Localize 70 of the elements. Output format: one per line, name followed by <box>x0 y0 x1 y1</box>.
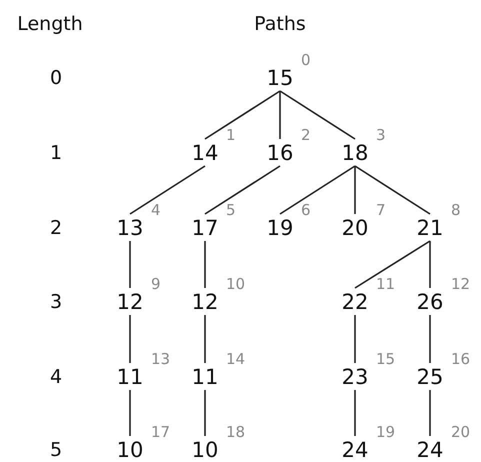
index-label: 19 <box>376 424 396 440</box>
path-value: 10 <box>113 438 147 462</box>
index-label: 18 <box>226 424 246 440</box>
path-value: 21 <box>413 216 447 240</box>
column-header: Length <box>17 13 83 35</box>
length-value: 5 <box>50 439 62 461</box>
path-value: 24 <box>338 438 372 462</box>
path-value: 23 <box>338 365 372 389</box>
index-label: 3 <box>376 127 386 143</box>
path-value: 14 <box>188 141 222 165</box>
index-label: 16 <box>451 351 470 367</box>
index-label: 12 <box>451 276 470 292</box>
index-label: 11 <box>376 276 396 292</box>
tree-line <box>280 165 356 215</box>
index-label: 14 <box>226 351 246 367</box>
column-header: Paths <box>254 13 306 35</box>
path-value: 24 <box>413 438 447 462</box>
tree-line <box>354 315 356 363</box>
index-label: 13 <box>151 351 170 367</box>
tree-line <box>204 241 206 288</box>
tree-line <box>280 90 356 140</box>
path-value: 13 <box>113 216 147 240</box>
length-value: 3 <box>50 291 62 313</box>
path-value: 10 <box>188 438 222 462</box>
path-value: 19 <box>263 216 297 240</box>
index-label: 7 <box>376 202 386 218</box>
tree-line <box>354 166 356 214</box>
tree-line <box>354 165 430 215</box>
path-value: 16 <box>263 141 297 165</box>
tree-line <box>354 390 356 436</box>
tree-line <box>204 315 206 363</box>
tree-line <box>130 165 206 215</box>
tree-line <box>129 241 131 288</box>
tree-line <box>429 315 431 363</box>
tree-line <box>204 165 280 215</box>
index-label: 1 <box>226 127 236 143</box>
index-label: 15 <box>376 351 396 367</box>
tree-line <box>204 390 206 436</box>
tree-line <box>354 240 430 289</box>
path-value: 11 <box>113 365 147 389</box>
index-label: 5 <box>226 202 236 218</box>
tree-line <box>279 91 281 139</box>
tree-line <box>429 390 431 436</box>
path-value: 11 <box>188 365 222 389</box>
length-value: 1 <box>50 142 62 164</box>
path-value: 22 <box>338 290 372 314</box>
index-label: 0 <box>301 52 311 68</box>
tree-line <box>429 241 431 288</box>
index-label: 2 <box>301 127 311 143</box>
tree-line <box>129 315 131 363</box>
index-label: 10 <box>226 276 246 292</box>
length-value: 4 <box>50 366 62 388</box>
index-label: 8 <box>451 202 461 218</box>
path-value: 12 <box>113 290 147 314</box>
index-label: 9 <box>151 276 161 292</box>
path-value: 20 <box>338 216 372 240</box>
index-label: 4 <box>151 202 161 218</box>
path-value: 25 <box>413 365 447 389</box>
path-value: 26 <box>413 290 447 314</box>
index-label: 17 <box>151 424 170 440</box>
length-value: 2 <box>50 217 62 239</box>
length-value: 0 <box>50 67 62 89</box>
tree-line <box>129 390 131 436</box>
path-value: 15 <box>263 66 297 90</box>
path-value: 12 <box>188 290 222 314</box>
path-value: 18 <box>338 141 372 165</box>
index-label: 6 <box>301 202 311 218</box>
index-label: 20 <box>451 424 470 440</box>
path-value: 17 <box>188 216 222 240</box>
tree-line <box>204 90 280 140</box>
